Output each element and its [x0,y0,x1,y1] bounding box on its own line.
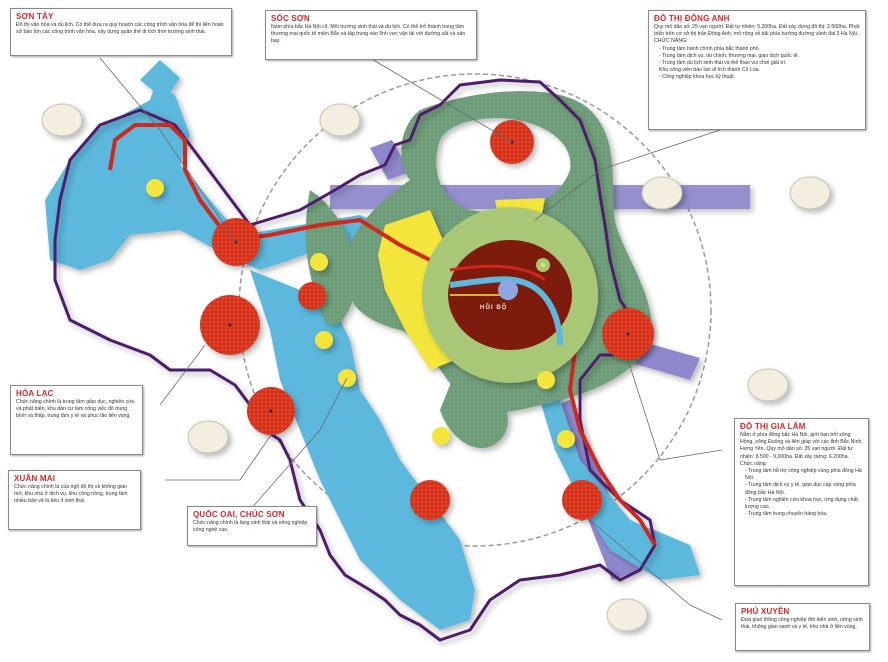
leader-lines [99,57,723,621]
callout-gia-lam: ĐÔ THỊ GIA LÂM Nằm ở phía đông bắc Hà Nộ… [734,418,869,586]
function-item: - Trung tâm du lịch sinh thái và thể tha… [659,60,787,67]
callout-body: Đô thị văn hóa và du lịch. Có thể đưa ra… [16,22,224,36]
callout-title: HÒA LẠC [16,389,54,398]
callout-dong-anh: ĐÔ THỊ ĐÔNG ANH Quy mô dân số: 25 vạn ng… [648,10,866,130]
function-item: - Trung tâm hỗ trợ công nghiệp vùng phía… [745,468,862,482]
callout-soc-son: SÓC SƠN Nam phía bắc Hà Nội cũ. Môi trườ… [265,10,477,60]
red-river-line [108,123,657,547]
function-item: - Công nghiệp khoa học kỹ thuật. [659,74,736,81]
callout-title: ĐÔ THỊ GIA LÂM [740,422,806,431]
callout-phu-xuyen: PHÚ XUYÊN Đưa giao thông công nghiệp đời… [735,603,870,651]
callout-title: QUỐC OAI, CHÚC SƠN [193,510,285,519]
callout-title: PHÚ XUYÊN [741,607,790,616]
callout-xuan-mai: XUÂN MAI Chức năng chính là của ngõ đô t… [8,470,141,530]
callout-quoc-oai: QUỐC OAI, CHÚC SƠN Chức năng chính là là… [187,506,317,546]
planning-ring [238,73,712,547]
callout-body: Chức năng chính là trung tâm giáo dục, n… [16,399,135,420]
callout-body: Quy mô dân số: 25 vạn người. Đất tự nhiê… [654,24,860,38]
node-gia-lam [562,480,602,520]
callout-title: ĐÔ THỊ ĐÔNG ANH [654,14,730,23]
callout-functions-label: CHỨC NĂNG: [654,38,688,45]
callout-body: Nam phía bắc Hà Nội cũ. Môi trường sinh … [271,24,466,45]
callout-functions: - Trung tâm hành chính phía bắc thành ph… [654,46,860,82]
callout-hoa-lac: HÒA LẠC Chức năng chính là trung tâm giá… [10,385,143,455]
function-item: - Trung tâm dịch vụ, tài chính, thương m… [659,52,800,59]
callout-title: SƠN TÂY [16,12,54,21]
function-item: Khu công viên bảo tàn di tích thành Cổ L… [659,67,760,74]
callout-functions: - Trung tâm hỗ trợ công nghiệp vùng phía… [740,468,863,518]
callout-body: Chức năng chính là làng sinh thái và nôn… [193,520,308,534]
function-item: - Trung tâm nghiên cứu khoa học, ứng dụn… [745,496,858,511]
function-item: - Trung tâm dịch vụ y tế, giáo dục cấp v… [745,482,856,496]
callout-body: Nằm ở phía đông bắc Hà Nội, giới hạn bởi… [740,432,863,460]
function-item: - Trung tâm hành chính phía bắc thành ph… [659,45,760,52]
callout-title: XUÂN MAI [14,474,56,483]
callout-functions-label: Chức năng: [740,460,768,467]
satellite-sites [41,103,831,632]
callout-body: Đưa giao thông công nghiệp đời kiến sinh… [741,617,863,631]
node-quoc-oai [410,480,450,520]
yellow-towns [146,179,575,448]
city-core [422,207,598,383]
node-small [298,282,326,310]
callout-body: Chức năng chính là của ngõ đô thị và khô… [14,484,128,505]
callout-title: SÓC SƠN [271,14,310,23]
function-item: - Trung tâm trung chuyển hàng hóa. [745,511,828,518]
callout-son-tay: SƠN TÂY Đô thị văn hóa và du lịch. Có th… [10,8,232,56]
center-label: HỒI BỘ [480,305,508,311]
